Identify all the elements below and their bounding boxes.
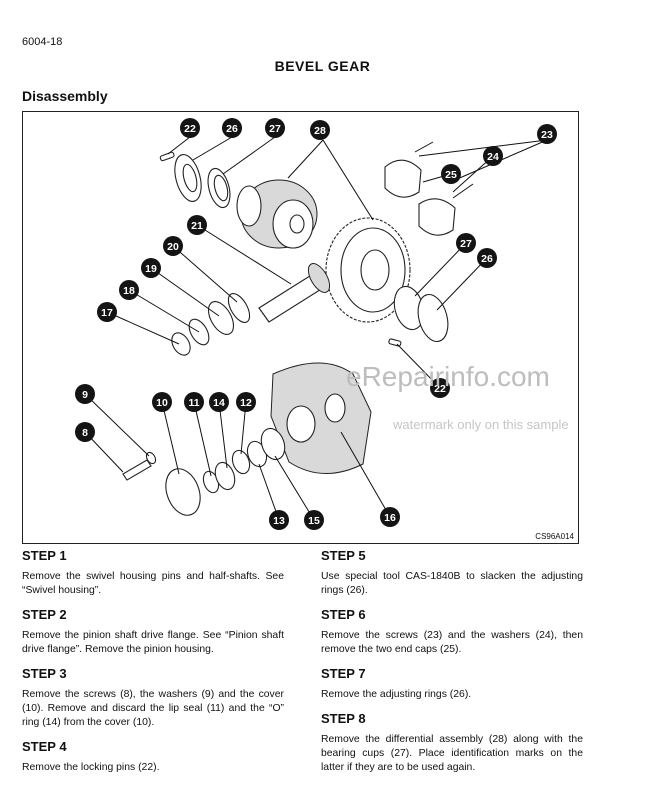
callout-17: 17 [97, 302, 117, 322]
step-text: Remove the locking pins (22). [22, 762, 160, 773]
svg-text:23: 23 [541, 129, 553, 141]
step-1: STEP 1 Remove the swivel housing pins an… [22, 548, 284, 598]
step-label: STEP 4 [22, 739, 67, 754]
callout-27-top: 27 [265, 118, 285, 138]
callout-15: 15 [304, 510, 324, 530]
svg-text:12: 12 [240, 397, 252, 409]
svg-text:26: 26 [481, 253, 493, 265]
step-8: STEP 8 Remove the differential assembly … [321, 711, 583, 775]
svg-text:15: 15 [308, 515, 320, 527]
svg-text:19: 19 [145, 263, 157, 275]
callout-14: 14 [209, 392, 229, 412]
callout-27-right: 27 [456, 233, 476, 253]
step-3: STEP 3 Remove the screws (8), the washer… [22, 666, 284, 730]
end-caps [384, 141, 474, 236]
callout-26-top: 26 [222, 118, 242, 138]
step-text: Remove the differential assembly (28) al… [321, 734, 583, 773]
svg-text:16: 16 [384, 512, 396, 524]
callout-13: 13 [269, 510, 289, 530]
svg-text:17: 17 [101, 307, 113, 319]
callout-11: 11 [184, 392, 204, 412]
bearing-cup-top [207, 167, 231, 209]
callout-23: 23 [537, 124, 557, 144]
step-6: STEP 6 Remove the screws (23) and the wa… [321, 607, 583, 657]
bearing-and-ring-right [388, 285, 449, 347]
svg-text:21: 21 [191, 220, 203, 232]
step-text: Use special tool CAS-1840B to slacken th… [321, 571, 583, 596]
svg-text:24: 24 [487, 151, 499, 163]
watermark-text: eRepairinfo.com [346, 361, 550, 392]
svg-text:10: 10 [156, 397, 168, 409]
svg-text:18: 18 [123, 285, 135, 297]
callout-24: 24 [483, 146, 503, 166]
callout-20: 20 [163, 236, 183, 256]
adjusting-ring-top [174, 154, 202, 202]
callout-28: 28 [310, 120, 330, 140]
pinion-housing [270, 362, 372, 474]
step-4: STEP 4 Remove the locking pins (22). [22, 739, 284, 775]
svg-text:25: 25 [445, 169, 457, 181]
callout-21: 21 [187, 215, 207, 235]
callout-22-top: 22 [180, 118, 200, 138]
svg-text:20: 20 [167, 241, 179, 253]
step-label: STEP 3 [22, 666, 67, 681]
svg-text:26: 26 [226, 123, 238, 135]
svg-text:13: 13 [273, 515, 285, 527]
callout-10: 10 [152, 392, 172, 412]
svg-text:27: 27 [460, 238, 472, 250]
locking-pin-top [159, 151, 175, 162]
step-5: STEP 5 Use special tool CAS-1840B to sla… [321, 548, 583, 598]
svg-text:22: 22 [184, 123, 196, 135]
figure-code: CS96A014 [535, 532, 574, 541]
svg-text:8: 8 [82, 427, 88, 439]
pinion-shaft [258, 263, 331, 323]
step-label: STEP 6 [321, 607, 366, 622]
callout-22-right: 22 [430, 378, 450, 398]
section-heading: Disassembly [22, 88, 108, 104]
pinion-bearing-stack [171, 293, 251, 356]
svg-text:27: 27 [269, 123, 281, 135]
step-text: Remove the pinion shaft drive flange. Se… [22, 630, 284, 655]
callout-18: 18 [119, 280, 139, 300]
svg-text:28: 28 [314, 125, 326, 137]
page-number: 6004-18 [22, 36, 63, 48]
crown-wheel [325, 217, 411, 323]
svg-text:14: 14 [213, 397, 225, 409]
diagram-drawing: 22 26 27 28 23 24 25 21 20 19 18 17 27 2… [75, 118, 557, 530]
watermark-subtext: watermark only on this sample [393, 417, 569, 432]
step-text: Remove the screws (8), the washers (9) a… [22, 689, 284, 728]
step-label: STEP 5 [321, 548, 366, 563]
callout-19: 19 [141, 258, 161, 278]
leader-lines [84, 136, 548, 521]
page-title: BEVEL GEAR [274, 58, 371, 74]
exploded-diagram: 22 26 27 28 23 24 25 21 20 19 18 17 27 2… [22, 111, 579, 544]
callout-25: 25 [441, 164, 461, 184]
step-text: Remove the swivel housing pins and half-… [22, 571, 284, 596]
svg-text:11: 11 [188, 397, 199, 409]
steps-column-left: STEP 1 Remove the swivel housing pins an… [22, 548, 284, 784]
step-label: STEP 1 [22, 548, 67, 563]
svg-text:9: 9 [82, 389, 88, 401]
differential-case [236, 179, 318, 249]
step-label: STEP 8 [321, 711, 366, 726]
step-2: STEP 2 Remove the pinion shaft drive fla… [22, 607, 284, 657]
step-text: Remove the screws (23) and the washers (… [321, 630, 583, 655]
callout-12: 12 [236, 392, 256, 412]
step-text: Remove the adjusting rings (26). [321, 689, 472, 700]
callout-16: 16 [380, 507, 400, 527]
callout-26-right: 26 [477, 248, 497, 268]
svg-text:22: 22 [434, 383, 446, 395]
screw-and-washer [122, 451, 157, 481]
cover-and-seals [165, 427, 286, 516]
step-label: STEP 7 [321, 666, 366, 681]
callout-9: 9 [75, 384, 95, 404]
step-7: STEP 7 Remove the adjusting rings (26). [321, 666, 583, 702]
callout-8: 8 [75, 422, 95, 442]
steps-column-right: STEP 5 Use special tool CAS-1840B to sla… [321, 548, 583, 784]
step-label: STEP 2 [22, 607, 67, 622]
